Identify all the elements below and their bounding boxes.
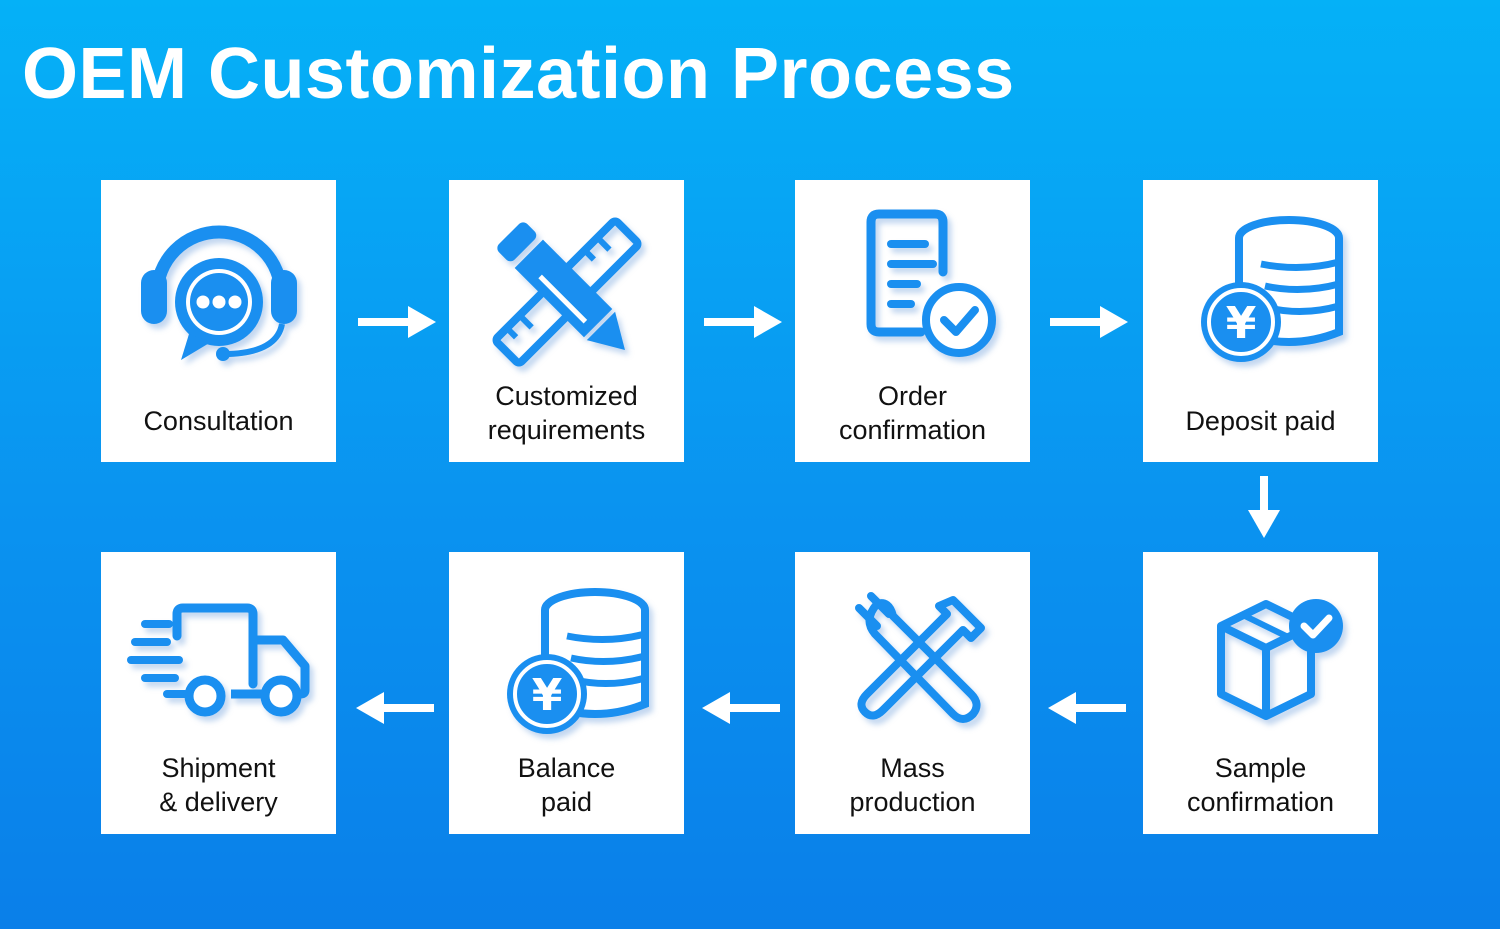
arrow-right-icon: [1050, 306, 1128, 338]
arrow-right-icon: [704, 306, 782, 338]
arrow-down-icon: [1248, 476, 1280, 538]
svg-text:¥: ¥: [531, 670, 562, 721]
step-label: Deposit paid: [1185, 406, 1336, 436]
box-check-icon: [1216, 599, 1343, 720]
step-consultation: Consultation: [101, 180, 336, 462]
coins-yen-icon: ¥: [506, 588, 649, 734]
arrow-left-icon: [356, 692, 434, 724]
step-label: Shipment& delivery: [159, 753, 278, 817]
arrow-left-icon: [702, 692, 780, 724]
pencil-ruler-icon: [492, 217, 641, 367]
delivery-truck-icon: [126, 603, 309, 717]
arrow-right-icon: [358, 306, 436, 338]
svg-text:¥: ¥: [1225, 298, 1256, 349]
step-label: Consultation: [143, 406, 294, 436]
coins-yen-icon: ¥: [1200, 216, 1343, 362]
wrench-hammer-icon: [854, 592, 985, 723]
step-shipment-delivery: Shipment& delivery: [101, 552, 336, 834]
arrow-left-icon: [1048, 692, 1126, 724]
step-deposit-paid: ¥ Deposit paid: [1143, 180, 1378, 462]
document-check-icon: [866, 209, 996, 357]
page-title: OEM Customization Process: [22, 34, 1015, 114]
headset-chat-icon: [140, 225, 297, 361]
